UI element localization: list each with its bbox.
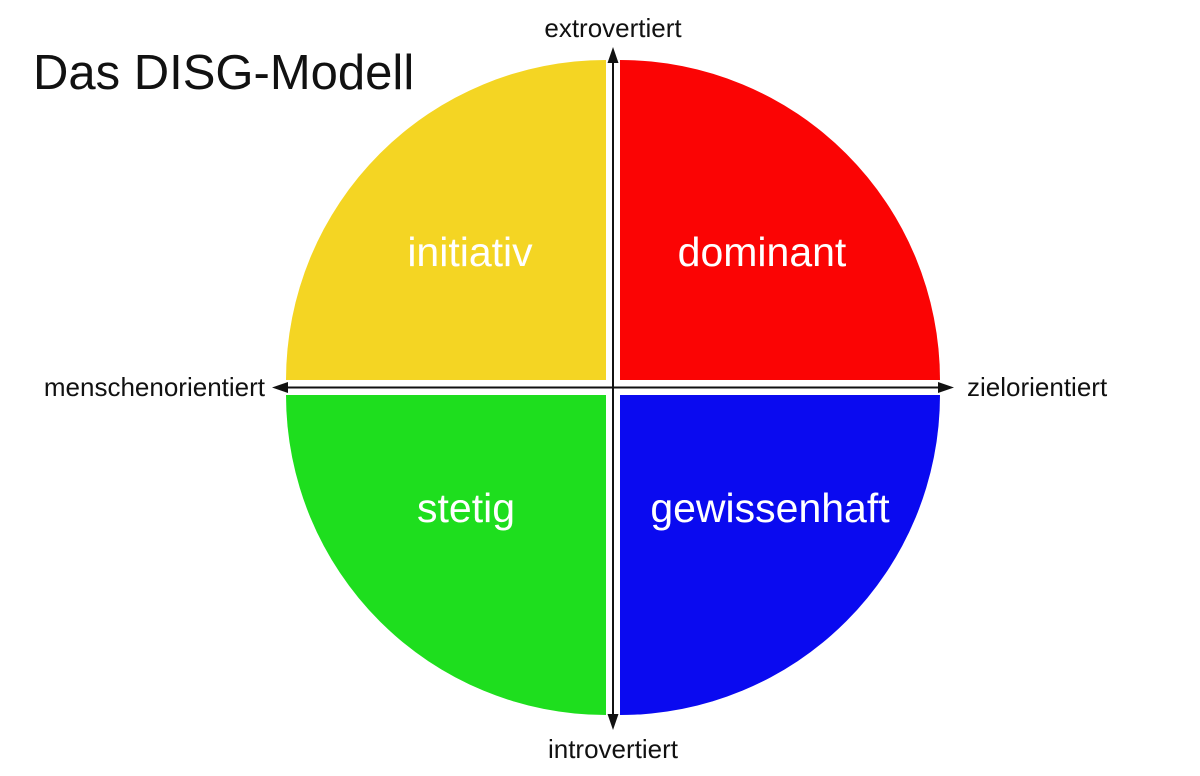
arrow-right-icon — [938, 382, 954, 393]
quadrant-label-stetig: stetig — [417, 485, 515, 531]
axis-label-left: menschenorientiert — [44, 372, 266, 402]
quadrant-dominant — [620, 60, 940, 380]
axis-label-right: zielorientiert — [967, 372, 1108, 402]
quadrant-label-initiativ: initiativ — [407, 229, 533, 275]
quadrant-gewissenhaft — [620, 395, 940, 715]
quadrant-label-gewissenhaft: gewissenhaft — [650, 485, 890, 531]
axis-label-top: extrovertiert — [544, 13, 682, 43]
quadrant-label-dominant: dominant — [678, 229, 847, 275]
arrow-down-icon — [607, 714, 619, 730]
page-title: Das DISG-Modell — [33, 46, 414, 100]
axis-label-bottom: introvertiert — [548, 734, 679, 764]
quadrant-stetig — [286, 395, 606, 715]
quadrant-initiativ — [286, 60, 606, 380]
arrow-left-icon — [272, 382, 288, 393]
arrow-up-icon — [607, 47, 619, 63]
